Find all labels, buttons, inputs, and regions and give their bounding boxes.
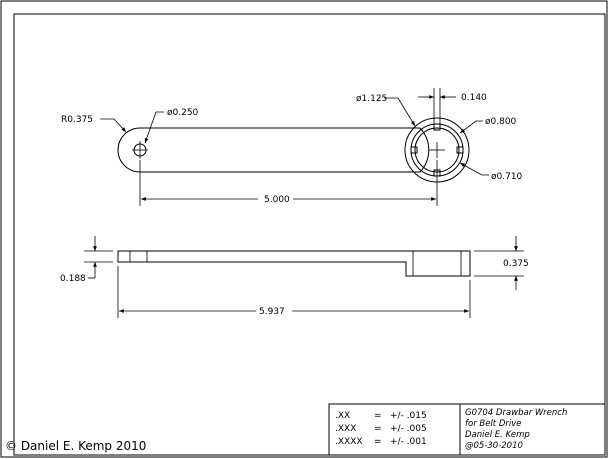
copyright-notice: © Daniel E. Kemp 2010 — [5, 439, 146, 453]
tol-eq-1: = — [374, 411, 382, 421]
title-line-1: G0704 Drawbar Wrench — [465, 408, 567, 418]
dim-overall-length: 5.937 — [259, 307, 285, 317]
tol-places-2: .XXX — [335, 424, 356, 434]
tol-places-3: .XXXX — [335, 437, 363, 447]
title-block — [328, 403, 606, 456]
dim-boss-dia: ø1.125 — [356, 94, 387, 104]
title-line-4: @05-30-2010 — [465, 441, 523, 451]
wrench-outline — [117, 127, 430, 173]
tol-eq-3: = — [374, 437, 382, 447]
top-view — [100, 88, 489, 206]
dim-small-hole: ø0.250 — [167, 108, 199, 118]
tol-value-1: +/- .015 — [390, 411, 427, 421]
side-profile — [117, 250, 471, 277]
tol-value-2: +/- .005 — [390, 424, 427, 434]
dim-thin-thickness: 0.188 — [60, 274, 86, 284]
title-line-2: for Belt Drive — [465, 419, 522, 429]
dim-inner-dia: ø0.710 — [491, 172, 523, 182]
tol-places-1: .XX — [335, 411, 350, 421]
side-view — [84, 236, 524, 318]
dim-boss-thickness: 0.375 — [503, 259, 529, 269]
tol-value-3: +/- .001 — [390, 437, 427, 447]
dim-slot-width: 0.140 — [461, 93, 487, 103]
title-line-3: Daniel E. Kemp — [465, 430, 530, 440]
dim-radius-end: R0.375 — [61, 115, 93, 125]
dim-center-distance: 5.000 — [264, 195, 290, 205]
inner-border — [13, 13, 606, 456]
dim-outer-dia: ø0.800 — [485, 117, 517, 127]
tol-eq-2: = — [374, 424, 382, 434]
